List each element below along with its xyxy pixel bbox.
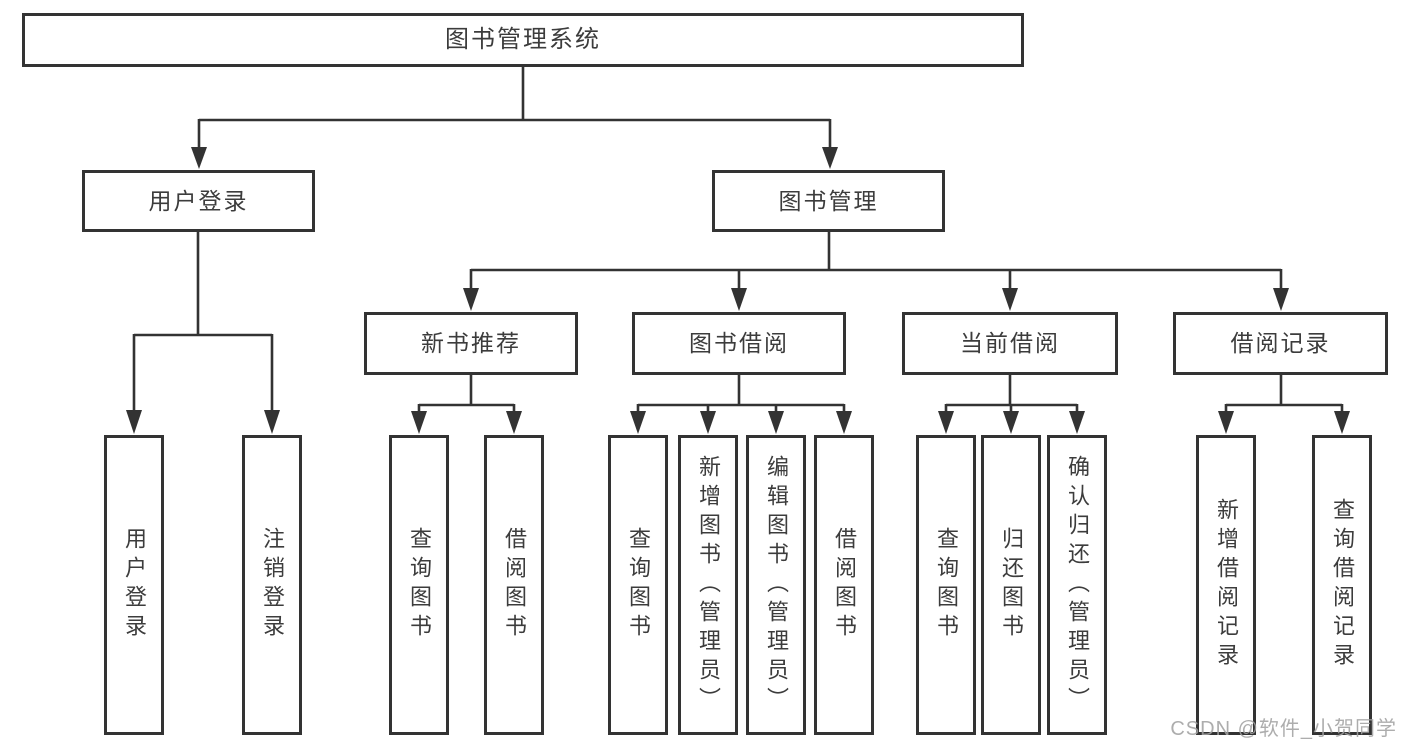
arrow-down-icon [126,410,142,434]
node-label: 新书推荐 [421,330,521,356]
node-label: 图书借阅 [689,330,789,356]
arrow-down-icon [1069,411,1085,434]
arrow-down-icon [768,411,784,434]
node-label: 查询图书 [626,527,651,643]
connector-root-to-branches [191,67,838,169]
node-label: 图书管理 [778,187,879,214]
arrow-down-icon [463,288,479,311]
node-label: 确认归还（管理员） [1065,454,1090,716]
node-current-borrow: 当前借阅 [902,312,1118,375]
arrow-down-icon [1334,411,1350,434]
node-borrow-records: 借阅记录 [1173,312,1388,375]
node-label: 用户登录 [148,187,249,214]
leaf-records-add-record: 新增借阅记录 [1196,435,1256,735]
leaf-borrow-add-books-admin: 新增图书（管理员） [678,435,738,735]
leaf-user-login: 用户登录 [104,435,164,735]
node-new-book-recommend: 新书推荐 [364,312,578,375]
arrow-down-icon [264,410,280,434]
csdn-watermark: CSDN @软件_小贺同学 [1170,718,1397,740]
arrow-down-icon [1002,288,1018,311]
arrow-down-icon [630,411,646,434]
node-root-system: 图书管理系统 [22,13,1024,67]
arrow-down-icon [836,411,852,434]
leaf-borrow-borrow-books: 借阅图书 [814,435,874,735]
leaf-current-return-books: 归还图书 [981,435,1041,735]
arrow-down-icon [1218,411,1234,434]
leaf-records-query-record: 查询借阅记录 [1312,435,1372,735]
node-label: 查询图书 [407,527,432,643]
node-label: 查询借阅记录 [1330,498,1355,672]
connector-records-to-leaves [1218,375,1350,434]
arrow-down-icon [731,288,747,311]
node-book-management: 图书管理 [712,170,945,232]
arrow-down-icon [506,411,522,434]
node-label: 归还图书 [999,527,1024,643]
node-label: 图书管理系统 [445,26,601,53]
node-label: 查询图书 [934,527,959,643]
leaf-borrow-edit-books-admin: 编辑图书（管理员） [746,435,806,735]
leaf-borrow-query-books: 查询图书 [608,435,668,735]
arrow-down-icon [1273,288,1289,311]
node-book-borrow: 图书借阅 [632,312,846,375]
arrow-down-icon [191,147,207,169]
arrow-down-icon [700,411,716,434]
leaf-recommend-borrow-books: 借阅图书 [484,435,544,735]
node-label: 新增借阅记录 [1214,498,1239,672]
node-label: 借阅图书 [832,527,857,643]
node-label: 新增图书（管理员） [696,454,721,716]
arrow-down-icon [822,147,838,169]
leaf-logout: 注销登录 [242,435,302,735]
node-label: 借阅记录 [1230,330,1331,356]
connector-management-to-modules [463,232,1289,311]
arrow-down-icon [411,411,427,434]
connector-login-to-leaves [126,232,280,434]
leaf-current-confirm-return-admin: 确认归还（管理员） [1047,435,1107,735]
arrow-down-icon [1003,411,1019,434]
node-label: 用户登录 [122,527,147,643]
node-label: 编辑图书（管理员） [764,454,789,716]
connector-current-to-leaves [938,375,1085,434]
leaf-recommend-query-books: 查询图书 [389,435,449,735]
connector-recommend-to-leaves [411,375,522,434]
node-label: 注销登录 [260,527,285,643]
node-user-login: 用户登录 [82,170,315,232]
arrow-down-icon [938,411,954,434]
node-label: 借阅图书 [502,527,527,643]
leaf-current-query-books: 查询图书 [916,435,976,735]
node-label: 当前借阅 [960,330,1060,356]
connector-borrow-to-leaves [630,375,852,434]
